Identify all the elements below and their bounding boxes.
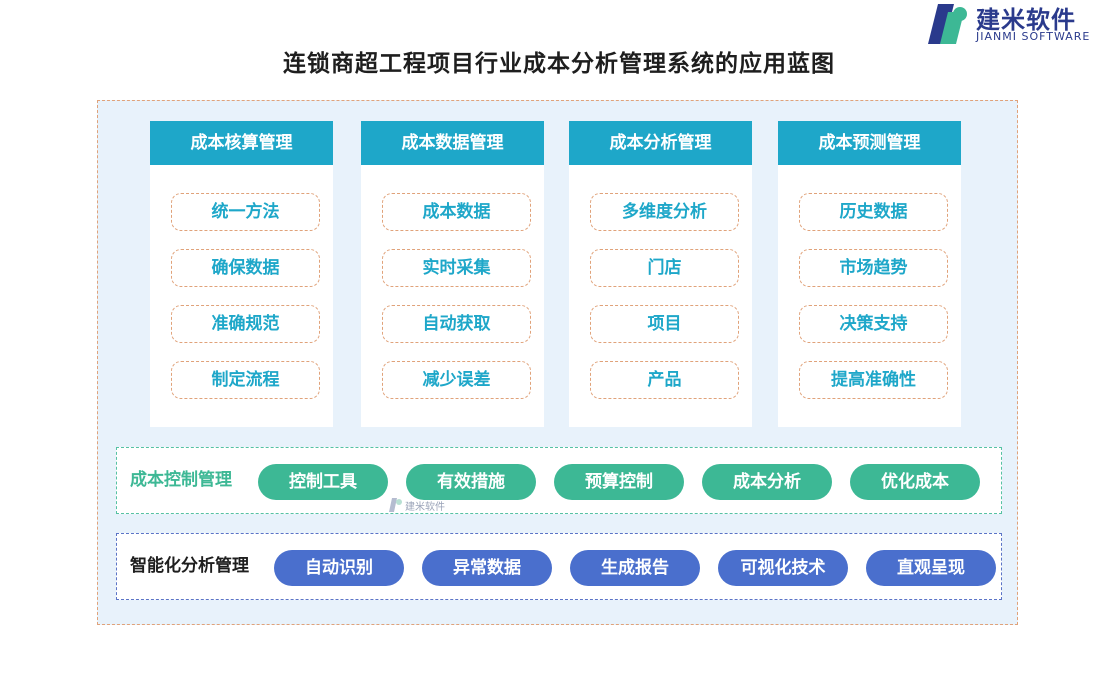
column-item: 提高准确性 (799, 361, 948, 399)
column-item: 多维度分析 (590, 193, 739, 231)
column-cost-accounting: 成本核算管理 统一方法 确保数据 准确规范 制定流程 (150, 121, 333, 427)
column-item: 成本数据 (382, 193, 531, 231)
column-item: 减少误差 (382, 361, 531, 399)
column-item: 自动获取 (382, 305, 531, 343)
column-header: 成本预测管理 (778, 121, 961, 165)
pill-item: 可视化技术 (718, 550, 848, 586)
column-item: 决策支持 (799, 305, 948, 343)
page-title: 连锁商超工程项目行业成本分析管理系统的应用蓝图 (283, 51, 835, 77)
column-cost-data: 成本数据管理 成本数据 实时采集 自动获取 减少误差 (361, 121, 544, 427)
logo-name-en: JIANMI SOFTWARE (976, 30, 1091, 43)
row-label: 智能化分析管理 (130, 556, 249, 576)
pill-item: 自动识别 (274, 550, 404, 586)
pill-item: 生成报告 (570, 550, 700, 586)
column-header: 成本分析管理 (569, 121, 752, 165)
column-item: 制定流程 (171, 361, 320, 399)
brand-logo: 建米软件 JIANMI SOFTWARE (924, 2, 1100, 46)
row-label: 成本控制管理 (130, 470, 232, 490)
column-item: 准确规范 (171, 305, 320, 343)
column-cost-analysis: 成本分析管理 多维度分析 门店 项目 产品 (569, 121, 752, 427)
logo-name-cn: 建米软件 (976, 6, 1076, 34)
pill-item: 有效措施 (406, 464, 536, 500)
pill-item: 成本分析 (702, 464, 832, 500)
column-item: 确保数据 (171, 249, 320, 287)
pill-item: 控制工具 (258, 464, 388, 500)
row-cost-control: 成本控制管理 控制工具 有效措施 预算控制 成本分析 优化成本 (116, 447, 1002, 514)
watermark-text: 建米软件 (405, 502, 445, 513)
column-cost-forecast: 成本预测管理 历史数据 市场趋势 决策支持 提高准确性 (778, 121, 961, 427)
column-item: 历史数据 (799, 193, 948, 231)
pill-item: 直观呈现 (866, 550, 996, 586)
column-item: 实时采集 (382, 249, 531, 287)
column-item: 产品 (590, 361, 739, 399)
logo-mark-icon (928, 4, 967, 44)
column-item: 项目 (590, 305, 739, 343)
column-item: 门店 (590, 249, 739, 287)
column-header: 成本核算管理 (150, 121, 333, 165)
watermark: 建米软件 (387, 497, 445, 513)
column-item: 统一方法 (171, 193, 320, 231)
watermark-logo-icon (389, 498, 402, 512)
column-header: 成本数据管理 (361, 121, 544, 165)
pill-item: 优化成本 (850, 464, 980, 500)
row-intelligent-analysis: 智能化分析管理 自动识别 异常数据 生成报告 可视化技术 直观呈现 (116, 533, 1002, 600)
pill-item: 异常数据 (422, 550, 552, 586)
pill-item: 预算控制 (554, 464, 684, 500)
column-item: 市场趋势 (799, 249, 948, 287)
